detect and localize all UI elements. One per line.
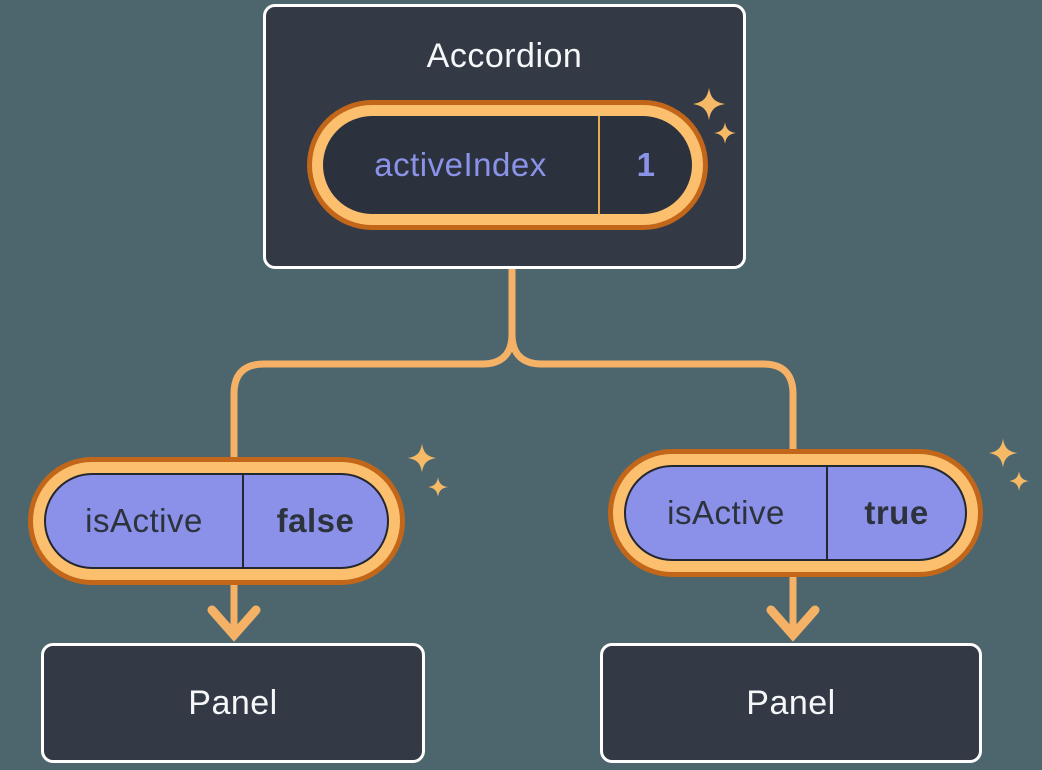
sparkle-icon bbox=[428, 477, 448, 497]
state-value: 1 bbox=[636, 146, 656, 183]
state-pill-activeindex: activeIndex 1 bbox=[307, 100, 708, 230]
state-label: activeIndex bbox=[374, 146, 547, 183]
sparkle-icon bbox=[714, 122, 736, 144]
arrow-down-icon bbox=[766, 605, 820, 642]
panel-node-right: Panel bbox=[600, 643, 982, 763]
state-value: true bbox=[864, 494, 929, 531]
panel-title: Panel bbox=[188, 683, 278, 722]
pill-glow-ring: isActive true bbox=[613, 454, 978, 572]
panel-node-left: Panel bbox=[41, 643, 425, 763]
pill-glow-ring: isActive false bbox=[33, 462, 400, 580]
accordion-title: Accordion bbox=[426, 37, 583, 75]
pill-divider bbox=[242, 475, 244, 567]
sparkle-icon bbox=[692, 87, 726, 121]
state-label: isActive bbox=[667, 494, 785, 531]
panel-title: Panel bbox=[746, 683, 836, 722]
connector-right bbox=[508, 266, 797, 630]
pill-divider bbox=[598, 116, 600, 214]
state-label: isActive bbox=[85, 502, 203, 539]
pill-divider bbox=[826, 467, 828, 559]
pill-glow-ring: activeIndex 1 bbox=[312, 105, 703, 225]
state-value: false bbox=[276, 502, 355, 539]
sparkle-icon bbox=[1009, 471, 1029, 491]
sparkle-icon bbox=[407, 443, 437, 473]
sparkle-icon bbox=[988, 438, 1018, 468]
state-pill-isactive-left: isActive false bbox=[28, 457, 405, 585]
arrow-down-icon bbox=[207, 605, 261, 642]
state-pill-isactive-right: isActive true bbox=[608, 449, 983, 577]
